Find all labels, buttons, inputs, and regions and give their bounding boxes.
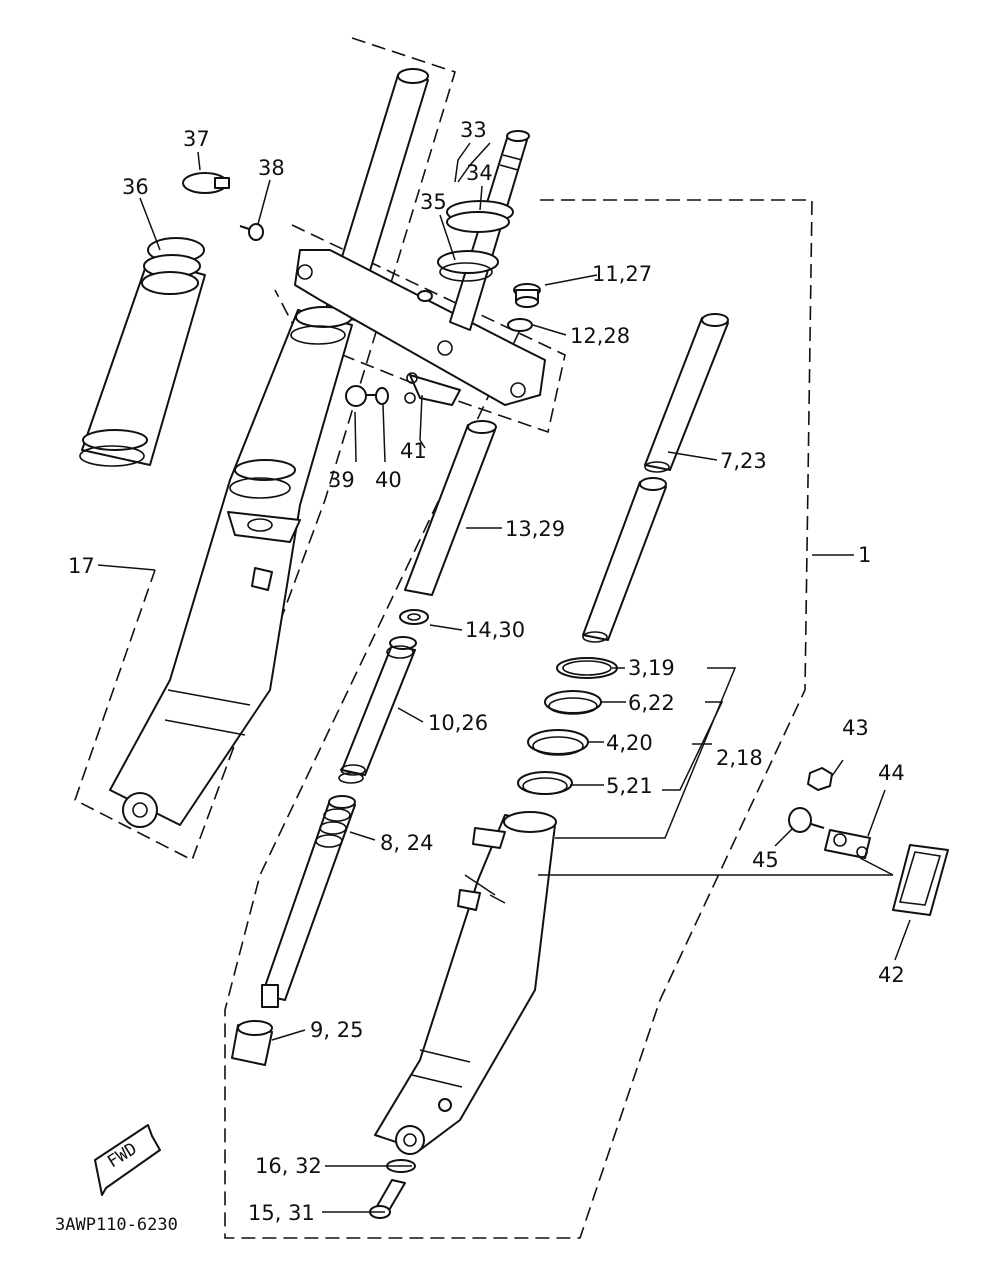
callout-2-18: 2,18 (716, 746, 763, 770)
callout-37: 37 (183, 127, 210, 151)
left-outer-fork-leg (109, 306, 353, 828)
dust-boot (79, 237, 206, 467)
callout-43: 43 (842, 716, 869, 740)
spacer-tube (404, 420, 497, 596)
oil-seal (527, 729, 589, 756)
callout-13-29: 13,29 (505, 517, 565, 541)
callout-35: 35 (420, 190, 447, 214)
reflector (892, 844, 949, 916)
callout-4-20: 4,20 (606, 731, 653, 755)
callout-11-27: 11,27 (592, 262, 652, 286)
callout-14-30: 14,30 (465, 618, 525, 642)
callout-6-22: 6,22 (628, 691, 675, 715)
circlip (556, 657, 618, 679)
callout-38: 38 (258, 156, 285, 180)
right-inner-tube-lower (582, 477, 667, 643)
reflector-screw (788, 807, 825, 833)
dust-seal (544, 690, 602, 715)
callout-10-26: 10,26 (428, 711, 488, 735)
callout-15-31: 15, 31 (248, 1201, 315, 1225)
hose-clip (182, 172, 230, 194)
under-bracket (294, 249, 546, 406)
callout-17: 17 (68, 554, 95, 578)
cable-guide-41 (404, 372, 461, 406)
forward-arrow-icon: FWD (94, 1124, 161, 1196)
o-ring (507, 318, 533, 332)
oil-lock-piece (231, 1020, 273, 1066)
reflector-bracket (824, 829, 871, 859)
bolt-39 (345, 385, 376, 407)
washer-40 (375, 387, 389, 405)
drain-bolt (369, 1179, 406, 1219)
assembly-outline-right (224, 199, 813, 1239)
bearing-race-lower (437, 250, 499, 282)
right-outer-fork-leg (374, 811, 557, 1155)
callout-12-28: 12,28 (570, 324, 630, 348)
bearing-race-upper (446, 200, 514, 233)
leader-lines (97, 142, 911, 1213)
damper-rod (261, 795, 356, 1008)
callout-39: 39 (328, 468, 355, 492)
callout-42: 42 (878, 963, 905, 987)
callout-36: 36 (122, 175, 149, 199)
spring-seat (399, 609, 429, 625)
reflector-nut (807, 767, 833, 791)
cap-bolt (513, 283, 541, 308)
washer-5 (517, 771, 573, 795)
callout-34: 34 (466, 161, 493, 185)
callout-1: 1 (858, 543, 871, 567)
clip-screw (239, 223, 264, 241)
callout-8-24: 8, 24 (380, 831, 433, 855)
callout-9-25: 9, 25 (310, 1018, 363, 1042)
callout-40: 40 (375, 468, 402, 492)
callout-44: 44 (878, 761, 905, 785)
callout-16-32: 16, 32 (255, 1154, 322, 1178)
drawing-code: 3AWP110-6230 (55, 1215, 178, 1235)
callout-3-19: 3,19 (628, 656, 675, 680)
callout-7-23: 7,23 (720, 449, 767, 473)
callout-45: 45 (752, 848, 779, 872)
fork-spring (338, 636, 417, 784)
right-inner-tube-upper (644, 313, 729, 473)
callout-33: 33 (460, 118, 487, 142)
callout-5-21: 5,21 (606, 774, 653, 798)
callout-41: 41 (400, 439, 427, 463)
